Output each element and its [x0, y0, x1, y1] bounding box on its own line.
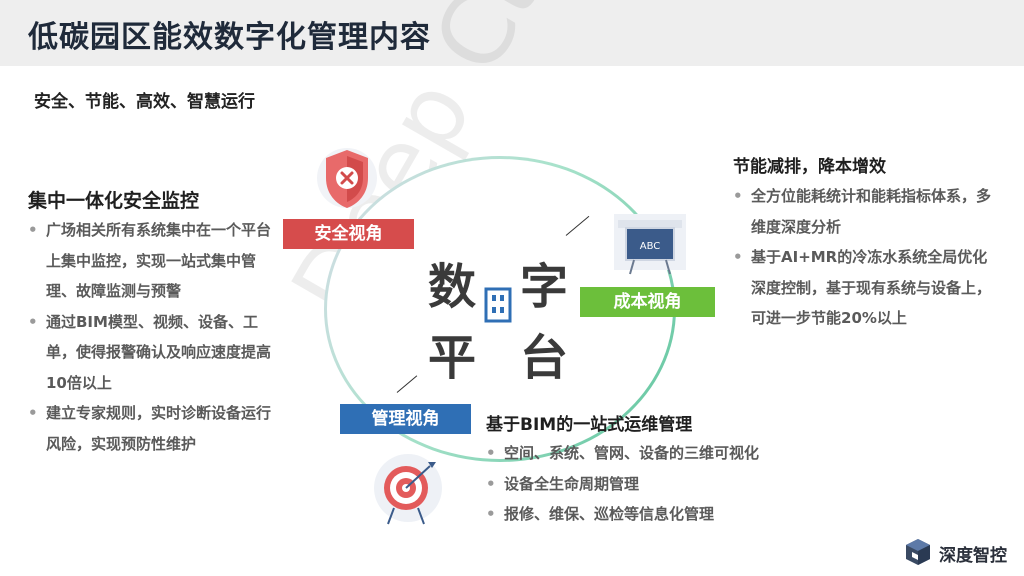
- center-char-2: 字: [520, 259, 569, 315]
- building-icon: [484, 287, 512, 323]
- shield-x-icon: [317, 148, 377, 208]
- tag-cost-view: 成本视角: [580, 287, 715, 317]
- chalkboard-icon: ABC: [614, 214, 686, 275]
- title-bar: 低碳园区能效数字化管理内容: [0, 0, 1024, 66]
- center-char-4: 台: [520, 330, 569, 386]
- page-subtitle: 安全、节能、高效、智慧运行: [34, 92, 255, 112]
- left-block-title: 集中一体化安全监控: [28, 190, 200, 212]
- left-bullet-3: 建立专家规则，实时诊断设备运行风险，实现预防性维护: [28, 398, 273, 459]
- right-bullet-1: 全方位能耗统计和能耗指标体系，多维度深度分析: [733, 181, 995, 242]
- tag-security-view: 安全视角: [283, 219, 414, 249]
- target-icon: [374, 454, 442, 525]
- brand-cube-icon: [906, 539, 930, 565]
- right-block-title: 节能减排，降本增效: [733, 157, 886, 177]
- bottom-bullet-1: 空间、系统、管网、设备的三维可视化: [486, 438, 816, 469]
- left-bullet-1: 广场相关所有系统集中在一个平台上集中监控，实现一站式集中管理、故障监测与预警: [28, 215, 273, 307]
- page-title: 低碳园区能效数字化管理内容: [28, 20, 431, 55]
- center-char-3: 平: [428, 330, 477, 386]
- right-block-list: 全方位能耗统计和能耗指标体系，多维度深度分析 基于AI+MR的冷冻水系统全局优化…: [733, 181, 995, 334]
- left-block-list: 广场相关所有系统集中在一个平台上集中监控，实现一站式集中管理、故障监测与预警 通…: [28, 215, 273, 459]
- left-bullet-2: 通过BIM模型、视频、设备、工单，使得报警确认及响应速度提高10倍以上: [28, 307, 273, 399]
- bottom-block-list: 空间、系统、管网、设备的三维可视化 设备全生命周期管理 报修、维保、巡检等信息化…: [486, 438, 816, 530]
- bottom-bullet-2: 设备全生命周期管理: [486, 469, 816, 500]
- chalkboard-text: ABC: [640, 241, 661, 252]
- brand-name: 深度智控: [939, 546, 1007, 566]
- right-bullet-2: 基于AI+MR的冷冻水系统全局优化深度控制，基于现有系统与设备上，可进一步节能2…: [733, 242, 995, 334]
- bottom-block-title: 基于BIM的一站式运维管理: [486, 415, 693, 435]
- tag-management-view: 管理视角: [340, 404, 471, 434]
- center-char-1: 数: [428, 259, 477, 315]
- bottom-bullet-3: 报修、维保、巡检等信息化管理: [486, 499, 816, 530]
